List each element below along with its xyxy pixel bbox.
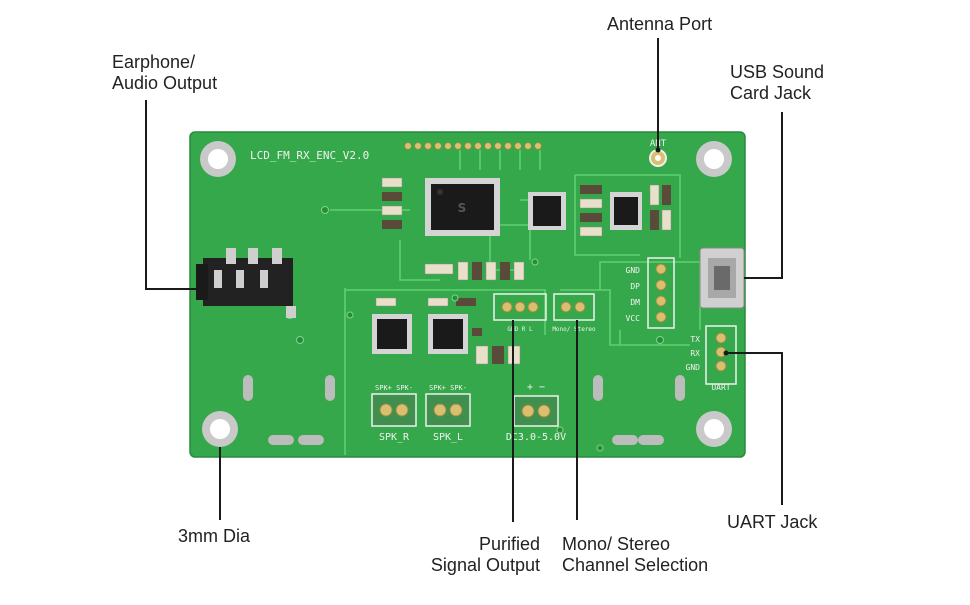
mounting-hole-top-right: [696, 141, 732, 177]
mono-stereo-header: [553, 293, 595, 321]
board-name-silk: LCD_FM_RX_ENC_V2.0: [250, 149, 369, 162]
main-chip: S: [425, 178, 500, 236]
callout-line-earphone: [145, 100, 198, 290]
callout-text: Mono/ Stereo: [562, 534, 671, 554]
usb-pin-dp-silk: DP: [630, 282, 640, 291]
callout-text: Purified: [478, 534, 540, 554]
callout-usb-sound-card-jack: USB Sound Card Jack: [730, 62, 824, 104]
mono-stereo-silk: Mono/ Stereo: [552, 326, 596, 333]
usb-header: [647, 257, 675, 329]
callout-earphone-audio-output: Earphone/ Audio Output: [112, 52, 217, 94]
callout-text: Antenna Port: [607, 14, 713, 34]
uart-pin-tx-silk: TX: [690, 335, 700, 344]
output-pins-silk: GND R L: [507, 326, 533, 333]
dc-power-terminal: [513, 395, 559, 427]
usb-pin-gnd-silk: GND: [626, 266, 641, 275]
speaker-terminal-right: [371, 393, 417, 427]
callout-text: UART Jack: [727, 512, 818, 532]
spk-l-silk: SPK_L: [433, 432, 463, 443]
dc-polarity-silk: + −: [527, 382, 545, 393]
callout-text: Audio Output: [112, 73, 218, 93]
callout-dots: [655, 147, 729, 356]
mounting-hole-top-left: [200, 141, 236, 177]
callout-text: Channel Selection: [562, 555, 709, 575]
callout-mono-stereo-channel-selection: Mono/ Stereo Channel Selection: [562, 534, 708, 576]
callout-line-usb: [744, 112, 783, 279]
callout-lines: [145, 38, 783, 522]
output-header: [493, 293, 547, 321]
callout-3mm-dia: 3mm Dia: [178, 526, 250, 547]
usb-pin-dm-silk: DM: [630, 298, 640, 307]
speaker-terminal-left: [425, 393, 471, 427]
oval-slots: [243, 375, 685, 445]
dc-voltage-silk: DC3.0-5.0V: [506, 432, 566, 443]
callout-text: USB Sound: [730, 62, 825, 82]
amp-chip-left: [428, 314, 468, 354]
secondary-chip: [528, 192, 566, 230]
spk-l-pins-silk: SPK+ SPK-: [429, 384, 467, 392]
callout-purified-signal-output: Purified Signal Output: [420, 534, 540, 576]
spk-r-silk: SPK_R: [379, 432, 410, 443]
usb-jack: [699, 247, 745, 309]
spk-r-pins-silk: SPK+ SPK-: [375, 384, 413, 392]
callout-antenna-port: Antenna Port: [607, 14, 712, 35]
lcd-header-pads: [404, 142, 542, 150]
mounting-hole-bottom-left: [202, 411, 238, 447]
callout-text: 3mm Dia: [178, 526, 251, 546]
callout-text: Earphone/: [112, 52, 196, 72]
amp-chip-right: [372, 314, 412, 354]
callout-text: Signal Output: [430, 555, 540, 575]
usb-chip: [610, 192, 642, 230]
uart-pin-gnd-silk: GND: [686, 363, 701, 372]
callout-text: Card Jack: [730, 83, 812, 103]
audio-jack: [196, 248, 296, 318]
callout-line-uart: [726, 352, 783, 505]
usb-pin-vcc-silk: VCC: [626, 314, 641, 323]
svg-text:S: S: [458, 201, 467, 215]
callout-uart-jack: UART Jack: [727, 512, 817, 533]
mounting-hole-bottom-right: [696, 411, 732, 447]
uart-pin-rx-silk: RX: [690, 349, 700, 358]
uart-silk: UART: [711, 383, 730, 392]
antenna-pad: [649, 149, 667, 167]
